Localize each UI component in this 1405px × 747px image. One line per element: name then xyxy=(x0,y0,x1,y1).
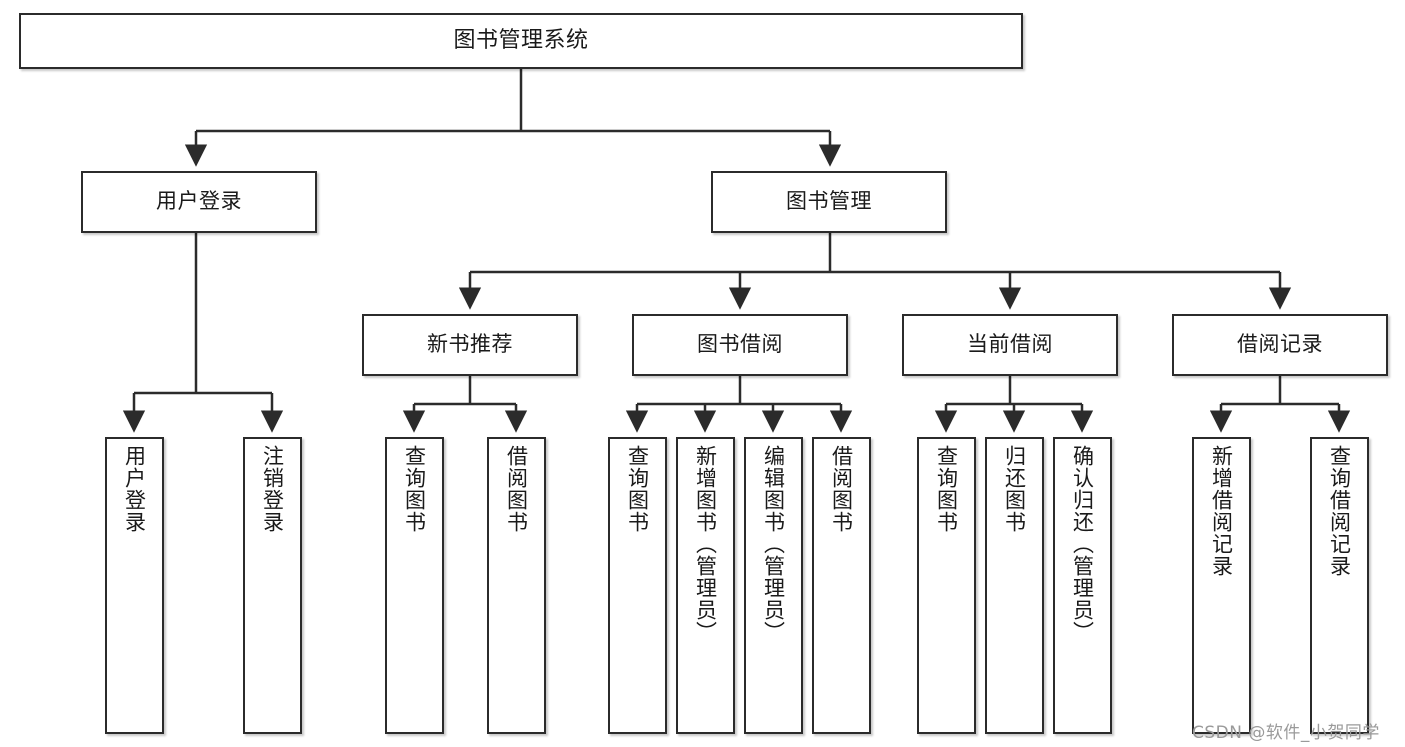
node-book-management[interactable]: 图书管理 xyxy=(711,171,947,233)
node-label: 借阅图书 xyxy=(829,445,854,533)
node-borrow-record[interactable]: 借阅记录 xyxy=(1172,314,1388,376)
node-label: 新增图书（管理员） xyxy=(693,445,718,643)
node-label: 编辑图书（管理员） xyxy=(761,445,786,643)
node-label: 用户登录 xyxy=(156,189,242,214)
node-new-book-recommend[interactable]: 新书推荐 xyxy=(362,314,578,376)
node-leaf-return-book[interactable]: 归还图书 xyxy=(985,437,1044,734)
node-leaf-borrow-book-borrow[interactable]: 借阅图书 xyxy=(812,437,871,734)
node-leaf-query-book-newbook[interactable]: 查询图书 xyxy=(385,437,444,734)
node-leaf-add-borrow-record[interactable]: 新增借阅记录 xyxy=(1192,437,1251,734)
node-leaf-query-book-current[interactable]: 查询图书 xyxy=(917,437,976,734)
node-current-borrow[interactable]: 当前借阅 xyxy=(902,314,1118,376)
node-label: 用户登录 xyxy=(122,445,147,533)
node-label: 借阅记录 xyxy=(1237,332,1323,357)
node-user-login[interactable]: 用户登录 xyxy=(81,171,317,233)
node-label: 查询借阅记录 xyxy=(1327,445,1352,577)
node-label: 确认归还（管理员） xyxy=(1070,445,1095,643)
node-leaf-user-login[interactable]: 用户登录 xyxy=(105,437,164,734)
node-leaf-logout[interactable]: 注销登录 xyxy=(243,437,302,734)
node-label: 注销登录 xyxy=(260,445,285,533)
node-leaf-add-book-admin[interactable]: 新增图书（管理员） xyxy=(676,437,735,734)
node-book-borrow[interactable]: 图书借阅 xyxy=(632,314,848,376)
node-leaf-query-book-borrow[interactable]: 查询图书 xyxy=(608,437,667,734)
node-label: 查询图书 xyxy=(625,445,650,533)
node-label: 图书管理 xyxy=(786,189,872,214)
node-leaf-borrow-book-newbook[interactable]: 借阅图书 xyxy=(487,437,546,734)
node-label: 新增借阅记录 xyxy=(1209,445,1234,577)
node-leaf-edit-book-admin[interactable]: 编辑图书（管理员） xyxy=(744,437,803,734)
node-label: 查询图书 xyxy=(402,445,427,533)
node-label: 新书推荐 xyxy=(427,332,513,357)
node-root-system[interactable]: 图书管理系统 xyxy=(19,13,1023,69)
node-leaf-query-borrow-record[interactable]: 查询借阅记录 xyxy=(1310,437,1369,734)
node-label: 图书管理系统 xyxy=(453,27,589,53)
node-label: 归还图书 xyxy=(1002,445,1027,533)
node-label: 借阅图书 xyxy=(504,445,529,533)
csdn-watermark: CSDN @软件_小贺同学 xyxy=(1192,723,1380,743)
node-label: 当前借阅 xyxy=(967,332,1053,357)
node-label: 查询图书 xyxy=(934,445,959,533)
node-leaf-confirm-return-admin[interactable]: 确认归还（管理员） xyxy=(1053,437,1112,734)
node-label: 图书借阅 xyxy=(697,332,783,357)
